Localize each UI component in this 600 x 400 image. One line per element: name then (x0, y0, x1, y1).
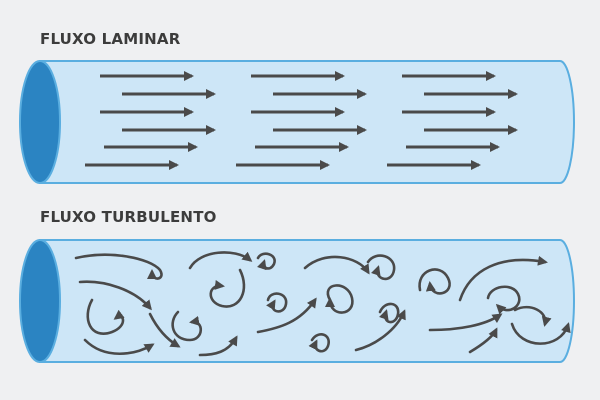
laminar-flow-arrows (85, 71, 518, 170)
turbulent-flow-arrow (148, 312, 181, 348)
turbulent-flow-arrow (354, 309, 406, 352)
turbulent-flow-title: FLUXO TURBULENTO (40, 208, 217, 226)
turbulent-pipe (19, 239, 575, 363)
turbulent-flow-arrow (83, 338, 155, 355)
turbulent-flow-arrow (256, 297, 317, 334)
laminar-pipe-body (39, 60, 575, 184)
turbulent-flow-arrow (171, 310, 203, 342)
turbulent-flow-arrow (468, 327, 498, 354)
turbulent-flow-arrow (428, 313, 503, 332)
laminar-pipe-opening (19, 60, 61, 184)
turbulent-flow-arrow (325, 284, 354, 314)
turbulent-flow-arrow (513, 305, 552, 327)
turbulent-pipe-opening (19, 239, 61, 363)
turbulent-flow-arrow (266, 292, 288, 313)
turbulent-flow-arrow (418, 268, 451, 295)
turbulent-flow-arrow (458, 255, 548, 302)
turbulent-flow-arrow (366, 254, 396, 281)
laminar-flow-title: FLUXO LAMINAR (40, 30, 181, 48)
turbulent-flow-arrow (188, 251, 253, 270)
turbulent-flow-arrows (74, 251, 571, 357)
turbulent-flow-arrow (86, 298, 125, 335)
turbulent-flow-arrow (78, 280, 152, 311)
turbulent-flow-arrow (510, 322, 571, 345)
turbulent-flow-arrow (303, 255, 370, 275)
laminar-pipe (19, 60, 575, 184)
turbulent-flow-arrow (378, 302, 400, 324)
turbulent-flow-arrow (198, 335, 238, 357)
turbulent-flow-arrow (74, 253, 163, 280)
turbulent-pipe-diagram (19, 239, 575, 363)
turbulent-pipe-body (39, 239, 575, 363)
turbulent-flow-arrow (256, 252, 276, 271)
turbulent-flow-arrow (308, 333, 330, 353)
turbulent-flow-arrow (209, 268, 246, 308)
turbulent-flow-arrow (486, 285, 521, 315)
laminar-pipe-diagram (19, 60, 575, 184)
